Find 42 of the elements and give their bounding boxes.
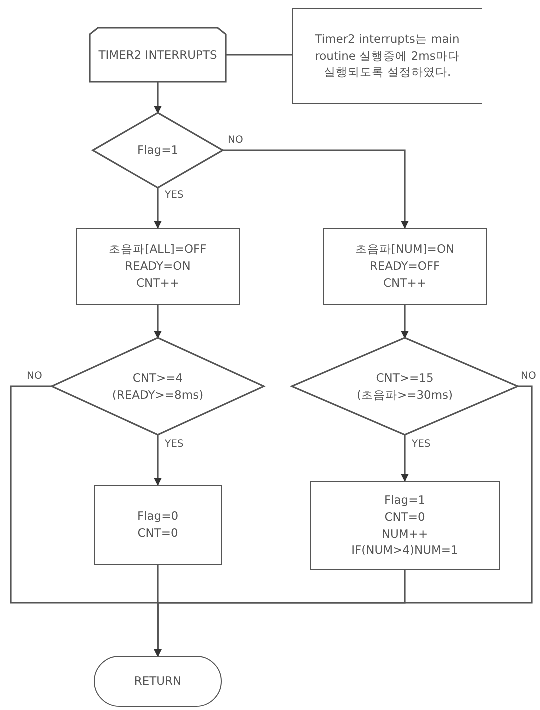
node-text: Timer2 interrupts는 main routine 실행중에 2ms마다 실행되도록 설정하였다. bbox=[314, 30, 461, 81]
edge-label: NO bbox=[227, 134, 244, 146]
decision-diamond bbox=[292, 338, 518, 435]
end-terminal bbox=[94, 656, 222, 707]
decision-diamond bbox=[52, 338, 264, 435]
node-text: CNT=0 bbox=[384, 508, 426, 526]
node-text: (READY>=8ms) bbox=[112, 386, 204, 404]
node-text: NUM++ bbox=[382, 526, 428, 542]
start-terminal bbox=[90, 28, 226, 82]
node-text: READY=ON bbox=[125, 258, 191, 275]
node-text: RETURN bbox=[134, 673, 182, 690]
node-text: CNT=0 bbox=[138, 525, 178, 542]
note-box bbox=[292, 8, 482, 104]
node-text: (초음파>=30ms) bbox=[356, 386, 454, 404]
flow-arrow bbox=[154, 188, 162, 229]
node-text: 초음파[ALL]=OFF bbox=[109, 241, 207, 258]
node-text: Flag=0 bbox=[137, 508, 179, 525]
edge-label: NO bbox=[520, 370, 538, 382]
flow-arrow bbox=[401, 305, 409, 339]
node-text: CNT++ bbox=[384, 274, 426, 292]
node-text: CNT>=15 bbox=[376, 370, 434, 386]
process-box bbox=[76, 228, 240, 305]
node-text: CNT++ bbox=[136, 274, 180, 292]
node-text: CNT>=4 bbox=[132, 370, 184, 386]
flow-arrow bbox=[154, 435, 162, 486]
flow-arrow bbox=[223, 150, 409, 229]
process-box bbox=[310, 481, 500, 570]
flow-arrow bbox=[154, 386, 533, 657]
decision-diamond bbox=[93, 113, 223, 188]
process-box bbox=[323, 228, 487, 305]
flow-arrow bbox=[401, 435, 409, 482]
flow-arrow bbox=[154, 82, 162, 114]
node-text: Flag=1 bbox=[137, 142, 179, 159]
connector-line bbox=[226, 54, 292, 56]
node-text: IF(NUM>4)NUM=1 bbox=[352, 542, 458, 559]
process-box bbox=[94, 485, 222, 565]
node-text: TIMER2 INTERRUPTS bbox=[98, 46, 218, 64]
node-text: Flag=1 bbox=[384, 492, 426, 509]
node-text: 초음파[NUM]=ON bbox=[355, 241, 455, 258]
node-text: READY=OFF bbox=[370, 258, 440, 275]
edge-label: NO bbox=[26, 370, 44, 382]
flow-arrow bbox=[154, 305, 162, 339]
